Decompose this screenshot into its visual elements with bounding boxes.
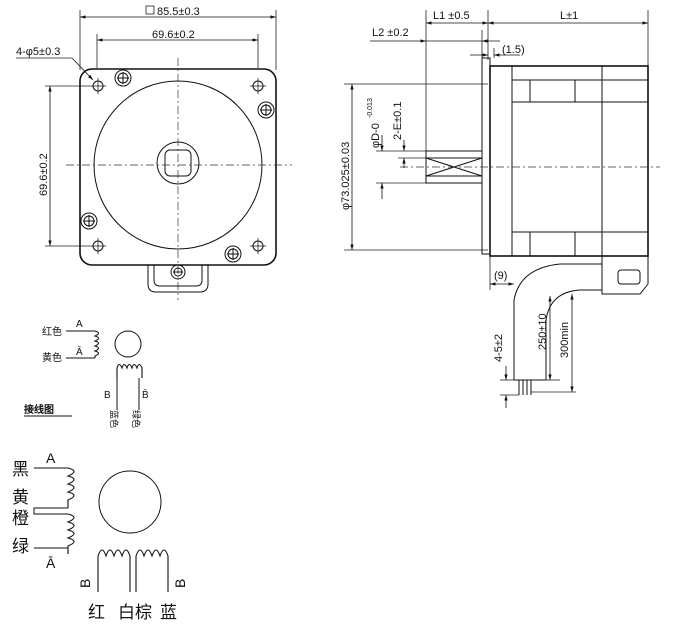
screw-icon bbox=[224, 245, 242, 263]
wiring-diagram-small: 红色 黄色 A Ā B B̄ 接线图 蓝色 绿色 bbox=[24, 319, 149, 428]
l-label: L±1 bbox=[560, 10, 578, 22]
lead-len-2-label: 300min bbox=[559, 322, 571, 358]
wire-yellow-label: 黄色 bbox=[42, 351, 62, 364]
wire-blue-label: 蓝色 bbox=[108, 410, 120, 428]
phase-b-label: B bbox=[104, 390, 111, 401]
wiring-title: 接线图 bbox=[24, 403, 54, 416]
lead-len-1-label: 250±10 bbox=[537, 313, 549, 350]
shaft-tol-label: -0.013 bbox=[367, 98, 374, 118]
outer-dim-label: 85.5±0.3 bbox=[157, 6, 200, 18]
phase-a-bar-label: Ā bbox=[76, 346, 83, 358]
phase-a-bar-label: Ā bbox=[46, 555, 56, 571]
wire-green-label: 绿 bbox=[12, 537, 29, 557]
hole-pitch-h-label: 69.6±0.2 bbox=[152, 29, 195, 41]
hole-pitch-v-label: 69.6±0.2 bbox=[38, 153, 50, 196]
rotor-symbol bbox=[114, 330, 142, 358]
screw-icon bbox=[257, 101, 275, 119]
wire-white-brown-label: 白棕 bbox=[118, 603, 152, 623]
wiring-diagram-large: 黑 黄 橙 绿 A Ā B B 红 白棕 蓝 bbox=[12, 450, 188, 623]
front-view: 85.5±0.3 69.6±0.2 4-φ5±0.3 69.6±0.2 bbox=[16, 5, 292, 300]
phase-b-label: B bbox=[77, 579, 93, 588]
flat-label: 2-E±0.1 bbox=[392, 102, 404, 140]
wire-blue-label: 蓝 bbox=[160, 603, 177, 623]
wire-red-label: 红 bbox=[88, 603, 105, 623]
phase-b-bar-label: B̄ bbox=[142, 388, 149, 401]
pilot-dia-label: φ73.025±0.03 bbox=[340, 142, 352, 210]
wire-black-label: 黑 bbox=[12, 460, 29, 480]
phase-a-label: A bbox=[76, 319, 83, 330]
holes-label: 4-φ5±0.3 bbox=[16, 46, 60, 58]
wire-orange-label: 橙 bbox=[12, 509, 29, 529]
rotor-symbol bbox=[98, 470, 162, 534]
phase-a-label: A bbox=[46, 450, 56, 466]
wire-yellow-label: 黄 bbox=[12, 488, 29, 508]
screw-icon bbox=[80, 212, 98, 230]
screw-icon bbox=[114, 69, 132, 87]
strip-len-label: 4-5±2 bbox=[493, 334, 505, 362]
motor-body bbox=[489, 65, 649, 257]
phase-b-bar-label: B bbox=[172, 579, 188, 588]
l2-label: L2 ±0.2 bbox=[372, 27, 409, 39]
side-view: L1 ±0.5 L±1 L2 ±0.2 (1.5) φ73.025±0.03 φ… bbox=[340, 10, 660, 408]
shaft-dia-label: φD-0 bbox=[370, 123, 382, 148]
flange-label: (1.5) bbox=[502, 44, 525, 56]
wire-green-label: 绿色 bbox=[130, 410, 142, 428]
lead-offset-label: (9) bbox=[494, 270, 507, 282]
wire-red-label: 红色 bbox=[42, 325, 62, 338]
l1-label: L1 ±0.5 bbox=[433, 10, 470, 22]
